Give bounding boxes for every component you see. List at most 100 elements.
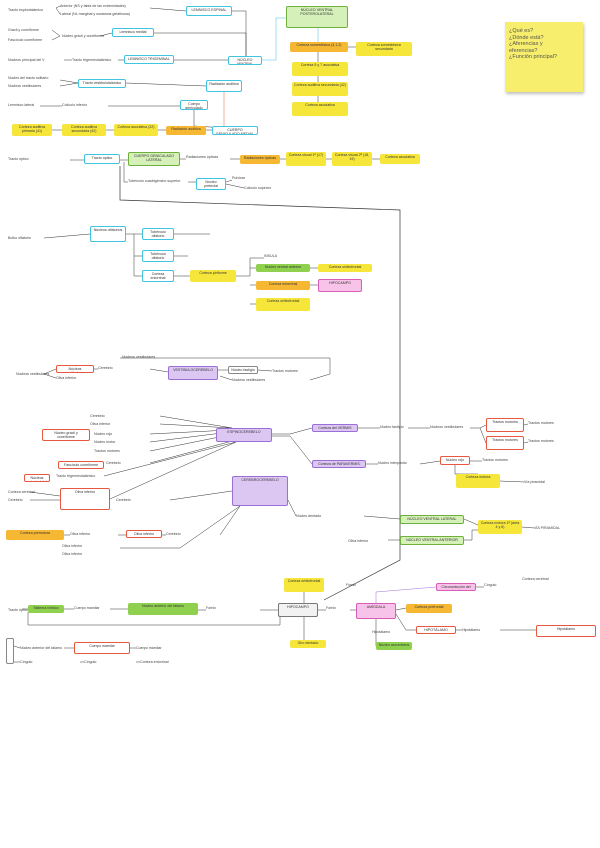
- box-corteza-olfatoria[interactable]: Corteza orbitofrontal: [284, 578, 324, 592]
- box-vestibulocerebelo[interactable]: VESTIBULOCEREBELO: [168, 366, 218, 380]
- box-corteza-paravermis[interactable]: Corteza de PARAVERMIS: [312, 460, 366, 468]
- box-hipocampo[interactable]: HIPOCAMPO: [278, 603, 318, 617]
- box-corteza-5-7[interactable]: Corteza 5 y 7 asociativa: [292, 62, 348, 76]
- box-nucleo-fastigio-v[interactable]: Núcleo fastigio: [228, 366, 258, 374]
- box-nucleo-rojo[interactable]: Núcleo rojo: [440, 456, 470, 465]
- box-ventral-posterolateral[interactable]: NÚCLEO VENTRAL POSTEROLATERAL: [286, 6, 348, 28]
- box-nucleos-pontinos[interactable]: Oliva inferior: [60, 488, 110, 510]
- connector: [154, 32, 247, 56]
- label-interposito: Núcleo interpósito: [378, 461, 407, 465]
- box-auditiva-primaria[interactable]: Corteza auditiva primaria (41): [12, 124, 52, 136]
- box-amigdala[interactable]: AMÍGDALA: [356, 603, 396, 619]
- connector: [464, 529, 478, 541]
- box-nucleos-pontinos-2[interactable]: Oliva inferior: [126, 530, 162, 538]
- box-tracto-optico[interactable]: Tracto óptico: [84, 154, 120, 164]
- box-entorrinal[interactable]: Corteza entorrinal: [256, 281, 310, 290]
- box-cingulo[interactable]: Circunvolución del cíngulo: [436, 583, 476, 591]
- box-accumbens[interactable]: Núcleo accumbens: [376, 642, 412, 650]
- label-nervio-viii: Oliva inferior: [56, 376, 77, 380]
- label-rubroespinal: Tractos motores: [482, 458, 508, 462]
- connector: [149, 7, 187, 12]
- box-nucleo-ventral-posterior[interactable]: NÚCLEO VENTRAL POSTERIOR: [228, 56, 262, 65]
- box-visual-asociativa[interactable]: Corteza asociativa: [380, 154, 420, 164]
- label-fasciculo-longitudinal: Cíngulo: [20, 660, 33, 664]
- box-visual-secundaria[interactable]: Corteza visual 2ª (18, 19): [332, 152, 372, 166]
- connector: [120, 357, 331, 381]
- box-geniculado-medial-small[interactable]: Cuerpo geniculado medial: [180, 100, 208, 110]
- connector: [375, 586, 437, 603]
- box-geniculado-lateral[interactable]: CUERPO GENICULADO LATERAL: [128, 152, 180, 166]
- connector: [363, 515, 401, 520]
- box-ventral-anterior[interactable]: Núcleo ventral anterior: [256, 264, 310, 272]
- label-corticopontino: Oliva inferior: [70, 532, 91, 536]
- box-lemnisco-espinal[interactable]: LEMNISCO ESPINAL: [186, 6, 232, 16]
- connector: [236, 257, 264, 277]
- box-lemnisco-medial[interactable]: Lemnisco medial: [112, 28, 154, 37]
- box-estria-intermedia[interactable]: Tubérculo olfatorio: [142, 250, 174, 262]
- box-geniculado-medial[interactable]: CUERPO GENICULADO MEDIAL: [212, 126, 258, 135]
- connector: [120, 505, 241, 549]
- connector: [103, 441, 237, 477]
- connector: [479, 427, 487, 444]
- box-corteza-piriforme[interactable]: Corteza piriforme: [190, 270, 236, 282]
- box-giro-dentado[interactable]: Giro dentado: [290, 640, 326, 648]
- box-hipotalamo-funciones[interactable]: Hipotálamo: [536, 625, 596, 637]
- box-auditiva-secundaria[interactable]: Corteza auditiva secundaria (42): [62, 124, 106, 136]
- label-corteza-cerebral: Corteza cerebral: [8, 490, 35, 494]
- box-anterior-talamo[interactable]: Núcleo anterior del tálamo: [128, 603, 198, 615]
- label-ret-vest: Tractos motores: [528, 421, 554, 425]
- box-corteza-motora-1[interactable]: Corteza motora 1ª (área 4 y 6): [478, 520, 522, 534]
- box-lemnisco-trigeminal[interactable]: LEMNISCO TRIGEMINAL: [124, 55, 174, 64]
- box-ventral-anterior-2[interactable]: NÚCLEO VENTRAL ANTERIOR: [400, 536, 464, 545]
- box-hipotalamo-red[interactable]: HIPOTÁLAMO: [416, 626, 456, 634]
- label-via-piramidal: VÍA PIRAMIDAL: [534, 526, 560, 530]
- box-corteza-prefrontal[interactable]: Corteza prefrontal: [406, 604, 452, 613]
- box-radiacion-optica[interactable]: Radiaciones ópticas: [240, 155, 280, 164]
- label-fasciculo: Fascículo cuneiforme: [8, 38, 43, 42]
- box-orbitofrontal-2[interactable]: Corteza orbitofrontal: [256, 298, 310, 311]
- connector: [499, 480, 525, 483]
- box-nervio-v[interactable]: Núcleos principal del V: [24, 474, 50, 482]
- connector: [59, 82, 79, 87]
- label-nucleos-basales: Oliva inferior: [348, 539, 369, 543]
- box-corteza-secundaria-2[interactable]: Corteza auditiva secundaria (42): [292, 82, 348, 96]
- label-fornix: Fórnix: [206, 606, 216, 610]
- box-hipocampo-olf[interactable]: HIPOCAMPO: [318, 279, 362, 292]
- box-estria-lateral[interactable]: Corteza entorrinal: [142, 270, 174, 282]
- box-corteza-limbica[interactable]: Sistema límbico: [28, 605, 64, 613]
- box-nucleos-olfatorios[interactable]: Núcleos olfatorios: [90, 226, 126, 242]
- label-principal-v: Núcleos principal del V: [8, 58, 45, 62]
- box-visual-primaria[interactable]: Corteza visual 1ª (17): [286, 152, 326, 166]
- box-orbitofrontal[interactable]: Corteza orbitofrontal: [318, 264, 372, 272]
- sticky-note: ¿Qué es? ¿Dónde está? ¿Aferencias y efer…: [505, 22, 583, 92]
- box-corteza-vermis[interactable]: Corteza del VERMIS: [312, 424, 358, 432]
- box-corteza-asociativa-somatica[interactable]: Corteza asociativa: [292, 102, 348, 116]
- label-espinocerebeloso-4: Núcleo motor: [94, 440, 116, 444]
- box-corteza-somestesica[interactable]: Corteza somestésica (3,1,2): [290, 42, 348, 52]
- box-nucleos-vestibulares[interactable]: Núcleos vestibulares: [56, 365, 94, 373]
- box-radiacion-auditiva[interactable]: Radiación auditiva: [206, 80, 242, 92]
- connector: [470, 424, 487, 429]
- box-espinocerebelo[interactable]: ESPINOCEREBELO: [216, 428, 272, 442]
- box-vestibulotalamico[interactable]: Tracto vestibulotalámico: [78, 79, 126, 88]
- box-auditiva-asociativa[interactable]: Corteza asociativa (22): [114, 124, 158, 136]
- box-nucleo-dorsal[interactable]: Núcleo grácil y cuneiforme: [42, 429, 90, 441]
- box-cuneiforme-acc[interactable]: Fascículo cuneiforme: [58, 461, 104, 469]
- note-q2: ¿Dónde está?: [509, 34, 544, 41]
- connector: [159, 423, 233, 429]
- box-vestibuloespinal[interactable]: Tractos motores: [486, 418, 524, 432]
- box-somestesica-secundaria[interactable]: Corteza somestésica secundaria: [356, 42, 412, 56]
- label-nucleos-vest2: Núcleos vestibulares: [232, 378, 266, 382]
- box-corteza-motora-para[interactable]: Corteza motora: [456, 474, 500, 488]
- box-radiacion-auditiva-org[interactable]: Radiación auditiva: [166, 126, 206, 135]
- box-area-asociacion[interactable]: Corteza premotora: [6, 530, 64, 540]
- box-cerebrocerebelo[interactable]: CEREBROCEREBELO: [232, 476, 288, 506]
- box-estria-olfatoria[interactable]: Tubérculo olfatorio: [142, 228, 174, 240]
- connector: [109, 441, 237, 500]
- box-nucleo-mamilar[interactable]: Cuerpo mamilar: [74, 642, 130, 654]
- label-tracto-mamilo: Cuerpo mamilar: [136, 646, 162, 650]
- box-pretectal[interactable]: Núcleo pretectal: [196, 178, 226, 190]
- label-trigeminocerebeloso: Tracto trigeminotalámico: [56, 474, 96, 478]
- box-reticuloespinal[interactable]: Tractos motores: [486, 436, 524, 450]
- box-ventral-lateral[interactable]: NÚCLEO VENTRAL LATERAL: [400, 515, 464, 524]
